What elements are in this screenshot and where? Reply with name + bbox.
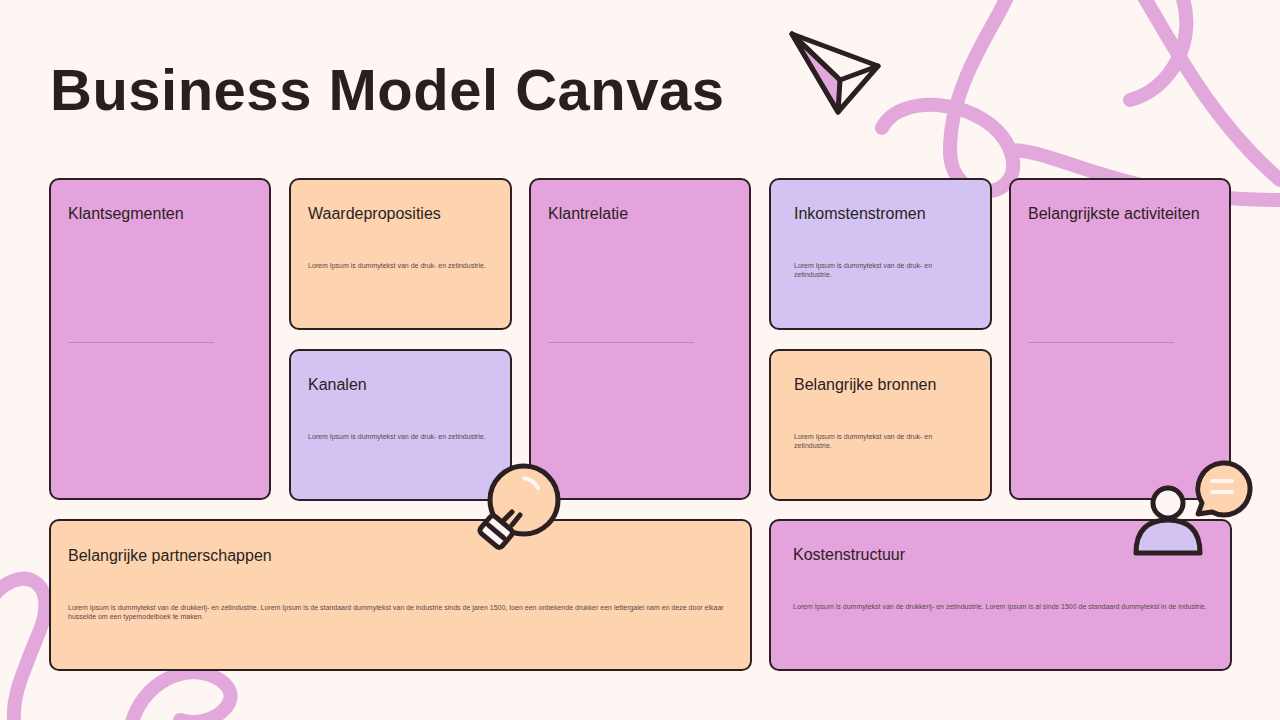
speech-bubble [1198,463,1250,515]
box-body: Lorem Ipsum is dummytekst van de drukker… [68,603,733,621]
divider-line [1028,342,1174,343]
box-heading: Inkomstenstromen [794,204,967,223]
revenue-box: InkomstenstromenLorem Ipsum is dummyteks… [769,178,992,330]
value-box: WaardepropositiesLorem Ipsum is dummytek… [289,178,512,330]
box-body: Lorem Ipsum is dummytekst van de drukker… [793,602,1208,611]
resources-box: Belangrijke bronnenLorem Ipsum is dummyt… [769,349,992,501]
box-heading: Belangrijke bronnen [794,375,967,394]
box-heading: Kostenstructuur [793,545,1208,564]
title: Business Model Canvas [50,56,725,123]
paper-plane [792,34,878,112]
activities-box: Belangrijkste activiteiten [1009,178,1231,500]
divider-line [548,342,694,343]
box-body: Lorem Ipsum is dummytekst van de druk- e… [308,432,493,441]
lightbulb [478,466,558,549]
divider-line [68,342,214,343]
box-body: Lorem Ipsum is dummytekst van de druk- e… [794,261,967,279]
channels-box: KanalenLorem Ipsum is dummytekst van de … [289,349,512,501]
partners-box: Belangrijke partnerschappenLorem Ipsum i… [49,519,752,671]
cost-box: KostenstructuurLorem Ipsum is dummytekst… [769,519,1232,671]
relation-box: Klantrelatie [529,178,751,500]
box-heading: Belangrijke partnerschappen [68,546,733,565]
box-heading: Klantsegmenten [68,204,252,223]
box-heading: Belangrijkste activiteiten [1028,204,1212,223]
box-heading: Kanalen [308,375,493,394]
box-body: Lorem Ipsum is dummytekst van de druk- e… [308,261,493,270]
box-heading: Klantrelatie [548,204,732,223]
segments-box: Klantsegmenten [49,178,271,500]
box-heading: Waardeproposities [308,204,493,223]
box-body: Lorem Ipsum is dummytekst van de druk- e… [794,432,967,450]
person-icon [1136,488,1200,553]
